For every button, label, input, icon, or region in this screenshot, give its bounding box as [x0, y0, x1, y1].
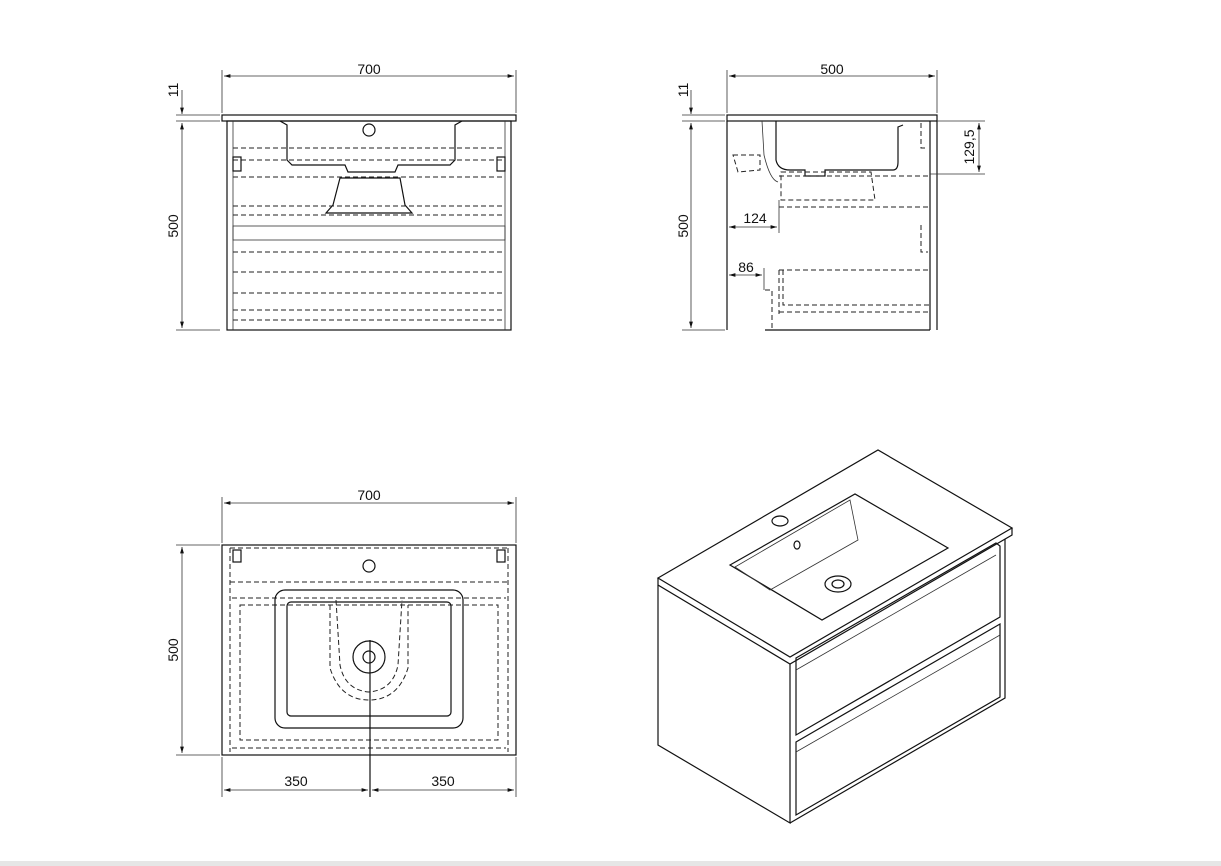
side-depth-dimension: 500 [820, 61, 844, 77]
hinge-icon [496, 156, 506, 172]
isometric-view [656, 449, 1014, 825]
side-view [682, 70, 985, 331]
basin-depth-dimension: 129,5 [961, 129, 977, 164]
front-top-thickness-dimension: 11 [165, 83, 181, 98]
hinge-icon [232, 549, 242, 563]
right-half-dimension: 350 [431, 773, 455, 789]
plan-view [176, 497, 517, 797]
bottom-scroll-edge [0, 861, 1221, 866]
hinge-icon [496, 549, 506, 563]
plan-width-dimension: 700 [357, 487, 381, 503]
side-height-dimension: 500 [675, 214, 691, 238]
siphon-offset-dimension: 124 [743, 210, 767, 226]
front-view [176, 70, 517, 331]
side-top-thickness-dimension: 11 [675, 83, 691, 98]
hinge-icon [232, 156, 242, 172]
front-height-dimension: 500 [165, 214, 181, 238]
left-half-dimension: 350 [284, 773, 308, 789]
front-width-dimension: 700 [357, 61, 381, 77]
drawer-offset-dimension: 86 [738, 259, 754, 275]
plan-depth-dimension: 500 [165, 638, 181, 662]
